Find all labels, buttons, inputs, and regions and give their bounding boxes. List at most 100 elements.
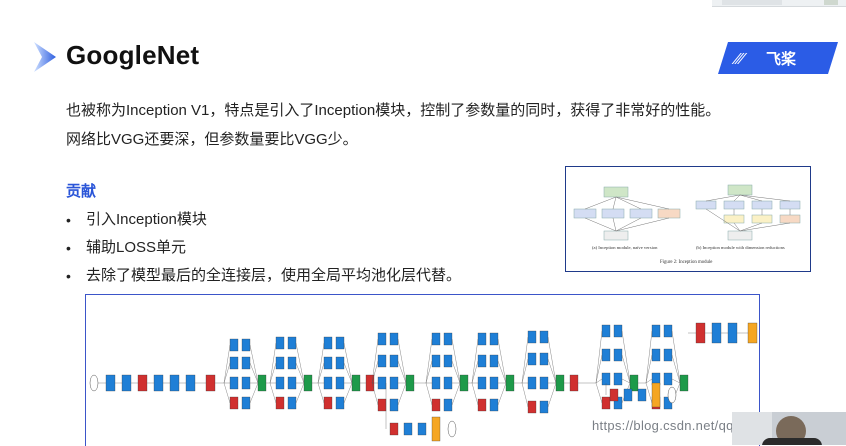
aux-conv-layer bbox=[623, 388, 633, 402]
branch-layer bbox=[229, 376, 239, 390]
caption-b: (b) Inception module with dimension redu… bbox=[696, 245, 785, 250]
branch-layer bbox=[389, 376, 399, 390]
branch-layer bbox=[241, 376, 251, 390]
network-diagram bbox=[89, 322, 758, 442]
branch-layer bbox=[389, 354, 399, 368]
inception-naive-diagram bbox=[573, 186, 681, 241]
conv-layer bbox=[727, 322, 738, 344]
inception-diagram: (a) Inception module, naïve version (b) … bbox=[573, 184, 801, 265]
input-node bbox=[89, 374, 99, 392]
branch-layer bbox=[389, 398, 399, 412]
branch-layer bbox=[287, 336, 297, 350]
branch-layer bbox=[229, 356, 239, 370]
branch-layer bbox=[539, 352, 549, 366]
concat-layer bbox=[405, 374, 415, 392]
branch-layer bbox=[431, 376, 441, 390]
page-title: GoogleNet bbox=[66, 40, 200, 70]
branch-layer bbox=[489, 398, 499, 412]
googlenet-architecture-figure bbox=[85, 294, 760, 446]
branch-layer bbox=[287, 356, 297, 370]
branch-layer bbox=[651, 348, 661, 362]
branch-layer bbox=[275, 336, 285, 350]
branch-layer bbox=[323, 376, 333, 390]
branch-layer bbox=[601, 396, 611, 410]
branch-layer bbox=[431, 332, 441, 346]
branch-layer bbox=[377, 354, 387, 368]
pool-layer bbox=[137, 374, 148, 392]
aux-conv-layer bbox=[637, 388, 647, 402]
softmax-layer bbox=[747, 322, 758, 344]
branch-layer bbox=[601, 348, 611, 362]
branch-layer bbox=[527, 376, 537, 390]
intro-line-1: 也被称为Inception V1，特点是引入了Inception模块，控制了参数… bbox=[66, 102, 721, 119]
settings-icon[interactable] bbox=[824, 0, 838, 5]
conv-layer bbox=[153, 374, 164, 392]
caption-a: (a) Inception module, naïve version bbox=[592, 245, 658, 251]
aux-output-node bbox=[447, 420, 457, 438]
bullet-icon: • bbox=[66, 240, 71, 256]
branch-layer bbox=[527, 330, 537, 344]
conv-layer bbox=[711, 322, 722, 344]
list-item: •引入Inception模块 bbox=[66, 206, 461, 234]
inception-module-figure: (a) Inception module, naïve version (b) … bbox=[565, 166, 811, 272]
bullet-icon: • bbox=[66, 268, 71, 284]
list-item: •去除了模型最后的全连接层，使用全局平均池化层代替。 bbox=[66, 262, 461, 290]
branch-layer bbox=[489, 376, 499, 390]
branch-layer bbox=[323, 396, 333, 410]
concat-layer bbox=[257, 374, 267, 392]
logo-text: 飞桨 bbox=[766, 51, 797, 68]
branch-layer bbox=[241, 338, 251, 352]
concat-layer bbox=[459, 374, 469, 392]
branch-layer bbox=[287, 396, 297, 410]
conv-layer bbox=[185, 374, 196, 392]
branch-layer bbox=[489, 354, 499, 368]
branch-layer bbox=[229, 396, 239, 410]
branch-layer bbox=[527, 352, 537, 366]
branch-layer bbox=[527, 400, 537, 414]
aux-conv-layer bbox=[403, 422, 413, 436]
branch-layer bbox=[229, 338, 239, 352]
branch-layer bbox=[539, 376, 549, 390]
branch-layer bbox=[335, 356, 345, 370]
intro-line-2: 网络比VGG还要深，但参数量要比VGG少。 bbox=[66, 131, 358, 148]
branch-layer bbox=[275, 356, 285, 370]
inception-reduced-diagram bbox=[695, 184, 801, 241]
branch-layer bbox=[613, 348, 623, 362]
branch-layer bbox=[601, 324, 611, 338]
figure-caption: Figure 2: Inception module bbox=[660, 260, 712, 265]
bullet-icon: • bbox=[66, 212, 71, 228]
webcam-overlay bbox=[732, 412, 846, 445]
concat-layer bbox=[679, 374, 689, 392]
branch-layer bbox=[335, 336, 345, 350]
branch-layer bbox=[241, 356, 251, 370]
branch-layer bbox=[489, 332, 499, 346]
branch-layer bbox=[443, 398, 453, 412]
intro-text: 也被称为Inception V1，特点是引入了Inception模块，控制了参数… bbox=[66, 96, 720, 154]
branch-layer bbox=[323, 336, 333, 350]
contributions-list: •引入Inception模块 •辅助LOSS单元 •去除了模型最后的全连接层，使… bbox=[66, 206, 461, 290]
conv-layer bbox=[169, 374, 180, 392]
branch-layer bbox=[477, 376, 487, 390]
conv-layer bbox=[121, 374, 132, 392]
concat-layer bbox=[555, 374, 565, 392]
branch-layer bbox=[275, 376, 285, 390]
branch-layer bbox=[663, 372, 673, 386]
branch-layer bbox=[477, 398, 487, 412]
branch-layer bbox=[477, 332, 487, 346]
branch-layer bbox=[241, 396, 251, 410]
aux-pool-layer bbox=[609, 388, 619, 402]
pool-layer bbox=[695, 322, 706, 344]
list-item: •辅助LOSS单元 bbox=[66, 234, 461, 262]
toolbar-button[interactable] bbox=[722, 0, 782, 5]
branch-layer bbox=[431, 354, 441, 368]
conv-layer bbox=[105, 374, 116, 392]
branch-layer bbox=[335, 396, 345, 410]
branch-layer bbox=[389, 332, 399, 346]
branch-layer bbox=[431, 398, 441, 412]
branch-layer bbox=[377, 332, 387, 346]
branch-layer bbox=[443, 332, 453, 346]
contributions-heading: 贡献 bbox=[66, 183, 97, 200]
concat-layer bbox=[351, 374, 361, 392]
branch-layer bbox=[443, 376, 453, 390]
branch-layer bbox=[287, 376, 297, 390]
